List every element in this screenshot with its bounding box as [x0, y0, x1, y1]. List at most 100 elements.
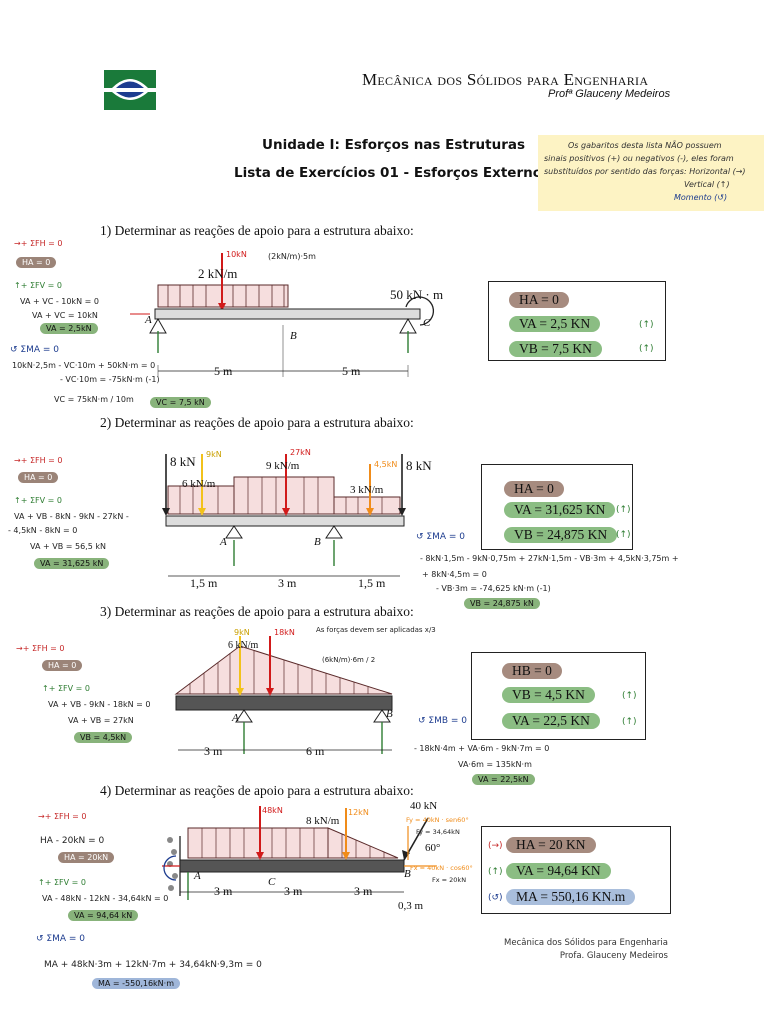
- ex1-label-b: B: [290, 330, 297, 342]
- ex4-label-c: C: [268, 876, 276, 888]
- ex3-answer-vb: VB = 4,5 KN: [502, 687, 595, 703]
- ex1-mark-va: (↑): [639, 320, 654, 330]
- work-4-8: MA = -550,16kN·m: [92, 978, 180, 989]
- ex2-mark-va: (↑): [616, 505, 631, 515]
- ex3-tri: (6kN/m)·6m / 2: [322, 656, 376, 664]
- work-2-2: ↑+ ΣFV = 0: [14, 496, 62, 505]
- exercise-3-answer-box: HB = 0 VB = 4,5 KN (↑) VA = 22,5 KN (↑): [471, 652, 646, 740]
- ex2-s1: 1,5 m: [190, 576, 218, 590]
- work-1-2: ↑+ ΣFV = 0: [14, 281, 62, 290]
- work-4-5: VA = 94,64 kN: [68, 910, 139, 921]
- exercise-2-moment-work: ↺ ΣMA = 0 - 8kN·1,5m - 9kN·0,75m + 27kN·…: [412, 532, 768, 612]
- ex3-r1: 9kN: [234, 628, 250, 637]
- ex4-d: 8 kN/m: [306, 815, 340, 827]
- work-2-1: HA = 0: [18, 472, 59, 483]
- ex2-d3: 3 kN/m: [350, 484, 384, 496]
- work-1-6: ↺ ΣMA = 0: [10, 345, 59, 355]
- ex3-mark-vb: (↑): [622, 691, 637, 701]
- ex1-mark-vb: (↑): [639, 344, 654, 354]
- ex4-fx2: Fx = 20kN: [432, 876, 467, 884]
- work-2-10: - VB·3m = -74,625 kN·m (-1): [436, 584, 551, 593]
- work-1-3: VA + VC - 10kN = 0: [20, 297, 99, 306]
- work-3-0: →+ ΣFH = 0: [16, 644, 65, 653]
- work-1-1: HA = 0: [16, 257, 57, 268]
- ex1-resultant-note: (2kN/m)·5m: [268, 252, 316, 261]
- ex1-answer-vb: VB = 7,5 KN: [509, 341, 602, 357]
- work-2-3: VA + VB - 8kN - 9kN - 27kN -: [14, 512, 129, 521]
- ex1-load-label: 2 kN/m: [198, 266, 238, 281]
- course-title: Mecânica dos Sólidos para Engenharia: [362, 70, 649, 89]
- work-2-11: VB = 24,875 kN: [464, 598, 540, 609]
- ex4-fx: Fx = 40kN · cos60°: [410, 864, 473, 872]
- ex3-mark-va: (↑): [622, 717, 637, 727]
- ex4-r1: 48kN: [262, 806, 283, 815]
- ex2-d1: 6 kN/m: [182, 478, 216, 490]
- ex1-moment-label: 50 kN · m: [390, 287, 444, 302]
- exercise-2-diagram: [162, 454, 406, 577]
- work-3-1: HA = 0: [42, 660, 83, 671]
- ex1-resultant-label: 10kN: [226, 250, 247, 259]
- ex2-s2: 3 m: [278, 576, 297, 590]
- work-3-6: ↺ ΣMB = 0: [418, 716, 468, 726]
- work-1-9: VC = 75kN·m / 10m: [54, 395, 134, 404]
- work-4-2: HA = 20kN: [58, 852, 115, 863]
- ex4-s2: 3 m: [284, 884, 303, 898]
- ex1-answer-ha: HA = 0: [509, 292, 569, 308]
- ex2-answer-ha: HA = 0: [504, 481, 564, 497]
- ex1-label-a: A: [145, 314, 152, 326]
- work-3-7: - 18kN·4m + VA·6m - 9kN·7m = 0: [414, 744, 550, 753]
- exercise-3-moment-work: ↺ ΣMB = 0 - 18kN·4m + VA·6m - 9kN·7m = 0…: [414, 716, 614, 791]
- university-logo: [104, 70, 156, 110]
- exercise-2-answer-box: HA = 0 VA = 31,625 KN (↑) VB = 24,875 KN…: [481, 464, 633, 550]
- exercise-3-diagram: [174, 636, 393, 754]
- exercise-4-work: →+ ΣFH = 0 HA - 20kN = 0 HA = 20kN ↑+ ΣF…: [8, 808, 208, 928]
- note-line-2: sinais positivos (+) ou negativos (-), e…: [544, 154, 734, 163]
- ex2-mark-vb: (↑): [616, 530, 631, 540]
- work-2-0: →+ ΣFH = 0: [14, 456, 63, 465]
- ex1-span2: 5 m: [342, 364, 361, 378]
- work-3-9: VA = 22,5kN: [472, 774, 535, 785]
- ex4-s4: 0,3 m: [398, 900, 424, 912]
- work-1-7: 10kN·2,5m - VC·10m + 50kN·m = 0: [12, 361, 156, 370]
- ex3-label-a: A: [232, 712, 239, 724]
- work-1-4: VA + VC = 10kN: [32, 311, 98, 320]
- ex4-fy: Fy = 40kN · sen60°: [406, 816, 469, 824]
- work-1-8: - VC·10m = -75kN·m (-1): [60, 375, 160, 384]
- work-4-4: VA - 48kN - 12kN - 34,64kN = 0: [42, 894, 169, 903]
- unit-title: Unidade I: Esforços nas Estruturas: [262, 137, 525, 153]
- ex3-label-b: B: [386, 708, 393, 720]
- work-4-7: MA + 48kN·3m + 12kN·7m + 34,64kN·9,3m = …: [44, 960, 262, 970]
- ex3-answer-hb: HB = 0: [502, 663, 562, 679]
- work-3-5: VB = 4,5kN: [74, 732, 133, 743]
- exercise-1-work: →+ ΣFH = 0 HA = 0 ↑+ ΣFV = 0 VA + VC - 1…: [10, 235, 230, 415]
- ex2-answer-vb: VB = 24,875 KN: [504, 527, 618, 543]
- exercise-2-work: →+ ΣFH = 0 HA = 0 ↑+ ΣFV = 0 VA + VB - 8…: [8, 452, 168, 577]
- list-title: Lista de Exercícios 01 - Esforços Extern…: [234, 165, 551, 181]
- exercise-1-answer-box: HA = 0 VA = 2,5 KN (↑) VB = 7,5 KN (↑): [488, 281, 666, 361]
- ex4-label-a: A: [194, 870, 201, 882]
- ex3-r2: 18kN: [274, 628, 295, 637]
- work-3-4: VA + VB = 27kN: [68, 716, 134, 725]
- ex4-answer-ha: HA = 20 KN: [506, 837, 596, 853]
- ex4-p: 40 kN: [410, 800, 438, 812]
- work-3-8: VA·6m = 135kN·m: [458, 760, 532, 769]
- ex2-s3: 1,5 m: [358, 576, 386, 590]
- ex4-fy2: Fy = 34,64kN: [416, 828, 460, 836]
- note-line-5: Momento (↺): [674, 193, 728, 202]
- note-line-4: Vertical (↑): [684, 180, 730, 189]
- work-4-0: →+ ΣFH = 0: [38, 812, 87, 821]
- work-1-5: VA = 2,5kN: [40, 323, 98, 334]
- ex3-note: As forças devem ser aplicadas x/3: [316, 626, 436, 634]
- exercise-1-question: 1) Determinar as reações de apoio para a…: [100, 223, 414, 238]
- ex4-angle: 60°: [425, 842, 441, 854]
- ex4-mark-ha: (→): [488, 841, 503, 851]
- work-2-9: + 8kN·4,5m = 0: [422, 570, 487, 579]
- work-2-5: VA + VB = 56,5 kN: [30, 542, 106, 551]
- ex4-answer-ma: MA = 550,16 KN.m: [506, 889, 636, 905]
- footer-professor: Profa. Glauceny Medeiros: [559, 951, 668, 961]
- work-3-3: VA + VB - 9kN - 18kN = 0: [48, 700, 151, 709]
- exercise-3-question: 3) Determinar as reações de apoio para a…: [100, 604, 414, 619]
- ex2-label-a: A: [220, 536, 227, 548]
- work-1-0: →+ ΣFH = 0: [14, 239, 63, 248]
- note-line-1: Os gabaritos desta lista NÃO possuem: [568, 141, 722, 150]
